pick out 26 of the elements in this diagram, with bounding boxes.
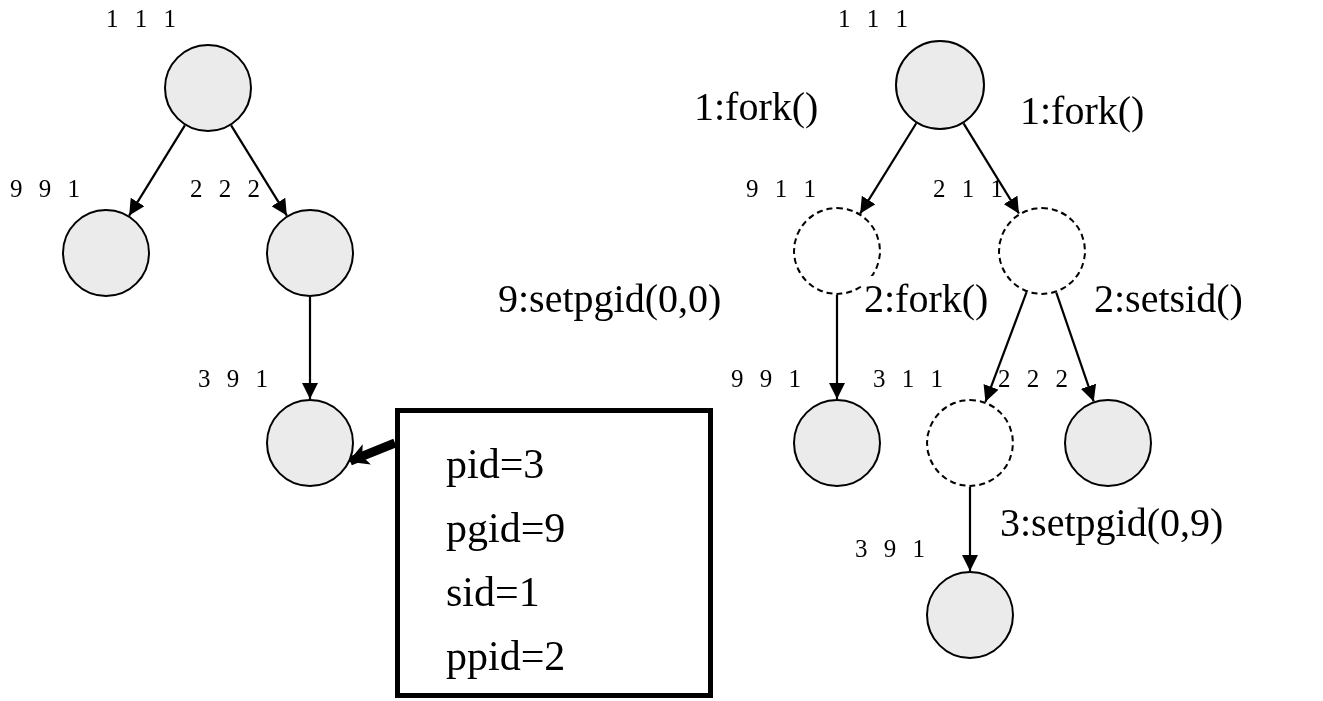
process-id-label: 9 1 1 — [746, 176, 821, 201]
arrow — [962, 487, 978, 571]
process-id-label: 1 1 1 — [106, 6, 181, 31]
process-id-label: 3 1 1 — [873, 366, 948, 391]
arrow — [128, 124, 186, 217]
process-attribute: sid=1 — [446, 568, 541, 617]
process-attribute: pid=3 — [446, 440, 546, 489]
arrow — [983, 291, 1028, 403]
process-id-label: 1 1 1 — [838, 6, 913, 31]
process-id-label: 3 9 1 — [198, 366, 273, 391]
arrow — [859, 122, 918, 215]
arrow — [962, 122, 1020, 215]
process-info-box — [395, 408, 713, 698]
process-id-label: 9 9 1 — [731, 366, 806, 391]
process-id-label: 2 2 2 — [190, 176, 265, 201]
process-attribute: ppid=2 — [446, 632, 567, 681]
process-id-label: 9 9 1 — [10, 176, 85, 201]
arrow — [302, 297, 318, 399]
process-attribute: pgid=9 — [446, 504, 567, 553]
arrow — [230, 124, 288, 217]
arrow — [1055, 292, 1097, 402]
arrow — [829, 295, 845, 399]
process-id-label: 2 1 1 — [933, 176, 1008, 201]
process-id-label: 3 9 1 — [855, 536, 930, 561]
process-id-label: 2 2 2 — [998, 366, 1073, 391]
arrow — [348, 438, 397, 466]
